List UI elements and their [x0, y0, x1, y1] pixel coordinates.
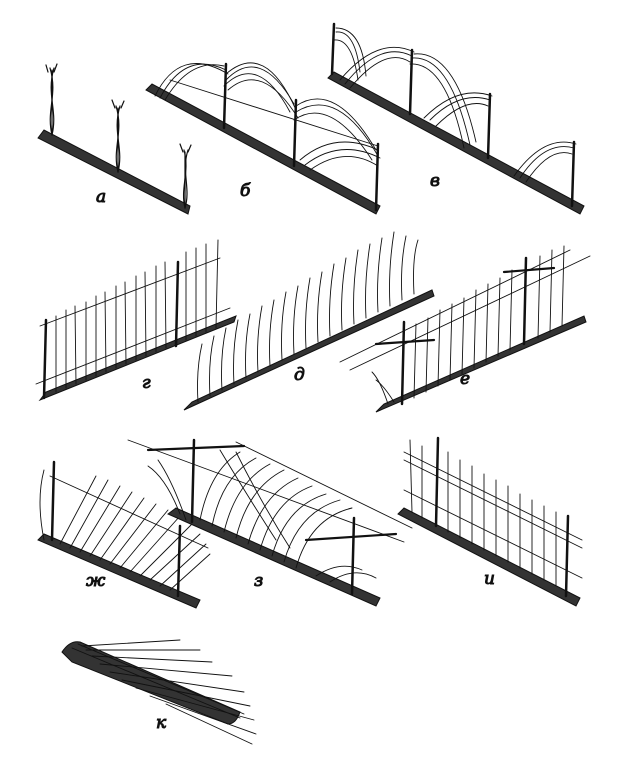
wire — [169, 79, 379, 147]
stake — [330, 22, 336, 76]
cross-arm — [304, 532, 398, 542]
arched-canes — [333, 27, 577, 183]
wire — [127, 439, 405, 543]
wire — [235, 441, 413, 529]
vine-bundle — [45, 63, 58, 136]
label-z: з — [254, 571, 263, 591]
label-v: в — [430, 171, 440, 191]
panel-z — [127, 438, 413, 607]
stake — [486, 92, 492, 160]
cross-arm — [146, 444, 246, 452]
soil-ridge — [37, 129, 191, 215]
wire — [349, 255, 591, 371]
label-b: б — [240, 181, 251, 201]
vertical-shoots — [55, 239, 219, 393]
stake — [190, 438, 196, 524]
soil-ridge — [61, 641, 241, 725]
drooping-canes — [147, 449, 377, 583]
wire — [339, 249, 571, 363]
stake — [522, 256, 528, 346]
soil-ridge — [167, 507, 381, 607]
cross-arm — [374, 338, 436, 346]
stake — [222, 62, 228, 130]
soil-ridge — [37, 533, 201, 609]
soil-ridge — [183, 289, 435, 411]
label-k: к — [156, 713, 167, 733]
wire — [35, 307, 231, 385]
vine-bundle — [179, 143, 192, 209]
soil-ridge — [145, 83, 381, 215]
panel-k — [61, 639, 257, 745]
stake — [176, 524, 182, 598]
stake — [174, 260, 180, 348]
soil-ridge — [397, 507, 581, 607]
wire — [403, 489, 583, 579]
vertical-shoots — [371, 245, 565, 405]
panel-a — [37, 63, 192, 215]
vertical-shoots — [197, 231, 419, 403]
label-d: д — [294, 365, 305, 385]
stake — [570, 140, 576, 208]
stake — [408, 48, 414, 116]
soil-ridge — [38, 315, 237, 402]
stake — [434, 436, 440, 528]
stake — [400, 320, 406, 406]
laid-canes — [71, 639, 257, 745]
wire — [403, 459, 583, 549]
panel-g — [35, 239, 237, 402]
wire — [39, 257, 221, 327]
vine-bundle — [111, 99, 125, 173]
label-a: а — [96, 187, 106, 207]
wire — [403, 451, 583, 541]
label-e: е — [460, 369, 470, 389]
soil-ridge — [327, 71, 585, 215]
label-zh: ж — [86, 571, 106, 591]
stake — [292, 98, 298, 168]
arched-canes — [154, 62, 381, 171]
label-g: г — [142, 373, 151, 393]
stake — [564, 514, 570, 598]
wire — [49, 475, 209, 549]
panel-d — [183, 231, 435, 411]
label-i: и — [484, 569, 495, 589]
soil-ridge — [375, 315, 587, 413]
slanted-canes — [39, 469, 211, 591]
panel-e — [339, 245, 591, 413]
panel-i — [397, 436, 583, 607]
panel-zh — [37, 460, 211, 609]
vertical-shoots — [409, 439, 557, 587]
stake — [350, 516, 356, 596]
stake — [42, 318, 48, 400]
panel-b — [145, 62, 381, 215]
stake — [50, 460, 56, 542]
panel-v — [327, 22, 585, 215]
